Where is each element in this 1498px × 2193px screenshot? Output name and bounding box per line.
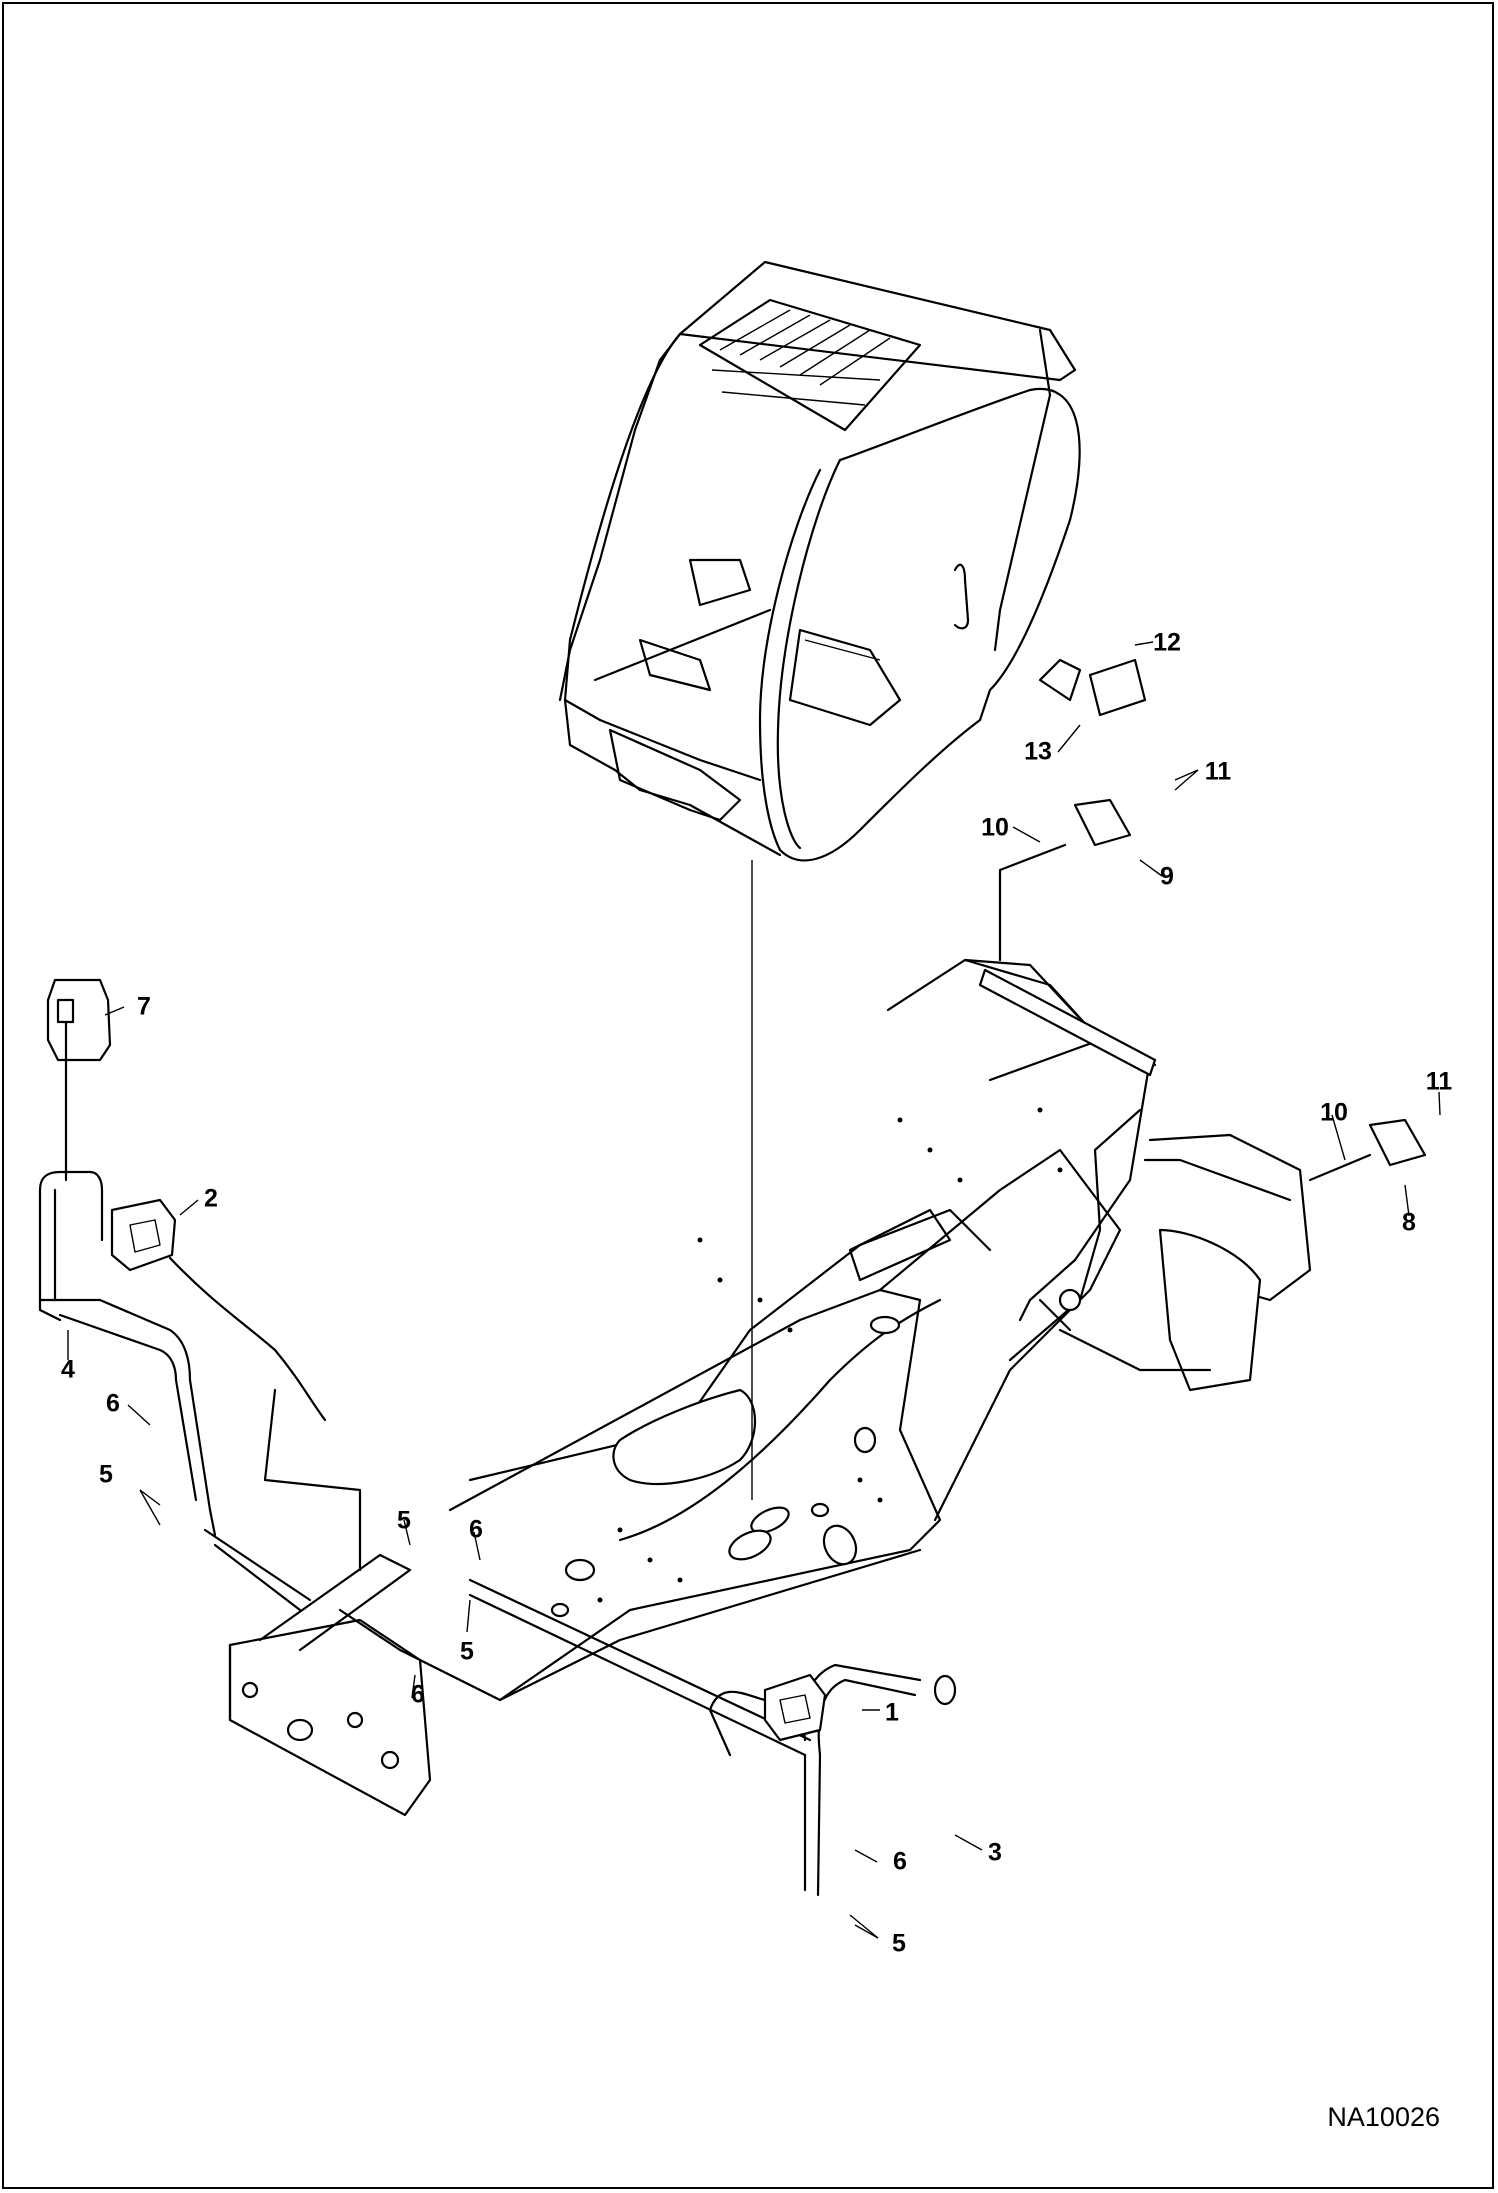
left-mirror (46, 978, 112, 1182)
cab-mirror (1088, 658, 1147, 717)
callout-4: 4 (61, 1355, 75, 1384)
callout-2: 2 (204, 1184, 218, 1213)
callout-12: 12 (1153, 628, 1181, 657)
callout-9: 9 (1160, 862, 1174, 891)
callout-5: 5 (397, 1506, 411, 1535)
callout-6: 6 (893, 1847, 907, 1876)
operator-cab (558, 260, 1082, 862)
callout-3: 3 (988, 1838, 1002, 1867)
callout-10: 10 (1320, 1098, 1348, 1127)
leader-lines (67, 641, 1441, 1939)
left-grab-handle (38, 1170, 312, 1612)
callout-5: 5 (99, 1460, 113, 1489)
right-work-light (708, 1673, 827, 1757)
left-work-light (110, 1198, 362, 1572)
callout-7: 7 (137, 992, 151, 1021)
callout-5: 5 (460, 1637, 474, 1666)
main-frame (228, 958, 1312, 1817)
callout-6: 6 (106, 1389, 120, 1418)
upper-right-bumper (998, 798, 1132, 962)
right-side-bumper (1308, 1118, 1427, 1182)
callout-1: 1 (885, 1698, 899, 1727)
right-grab-handle (468, 1578, 957, 1897)
callout-13: 13 (1024, 737, 1052, 766)
drawing-number: NA10026 (1327, 2102, 1440, 2132)
callout-6: 6 (469, 1515, 483, 1544)
callout-11: 11 (1425, 1067, 1453, 1096)
callout-8: 8 (1402, 1208, 1416, 1237)
callout-5: 5 (892, 1929, 906, 1958)
callout-10: 10 (981, 813, 1009, 842)
callout-11: 11 (1204, 757, 1232, 786)
callout-6: 6 (411, 1680, 425, 1709)
